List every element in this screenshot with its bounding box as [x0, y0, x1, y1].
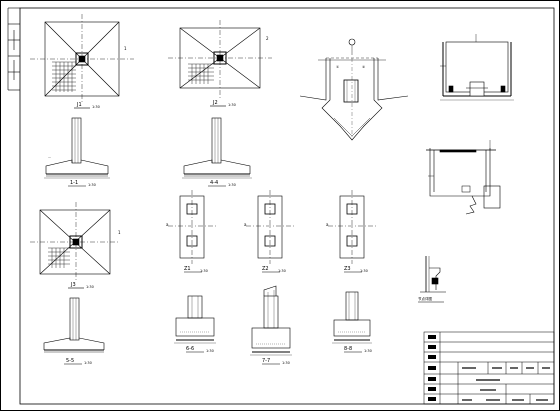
label-j2: J2: [212, 100, 218, 106]
svg-text:1:30: 1:30: [228, 183, 236, 187]
label-sec44: 4-4: [210, 180, 218, 186]
label-j1: J1: [76, 102, 82, 108]
column-z2: a Z2 1:30: [244, 190, 294, 273]
section-8-8: 8-8 1:30: [332, 291, 372, 353]
section-4-4: 4-4 1:30: [182, 117, 252, 187]
section-5-5: 5-5 1:30: [43, 297, 105, 365]
label-sec11: 1-1: [70, 180, 78, 186]
title-block: [423, 331, 555, 405]
svg-text:1:30: 1:30: [278, 269, 286, 273]
section-6-6: 6-6 1:30: [174, 295, 216, 353]
binding-strip: [7, 7, 20, 91]
section-7-7: 7-7 1:30: [250, 285, 292, 365]
plan-j3: J3 1:30 1: [30, 202, 121, 289]
label-j3: J3: [70, 282, 76, 288]
svg-text:1:30: 1:30: [364, 349, 372, 353]
svg-text:2: 2: [266, 36, 269, 41]
detail-section: [426, 140, 501, 215]
svg-text:a: a: [244, 222, 247, 227]
svg-text:①: ①: [336, 65, 339, 69]
label-j1-scale: 1:30: [92, 105, 100, 109]
column-z3: a Z3 1:30: [326, 190, 376, 273]
svg-text:1:30: 1:30: [228, 103, 236, 107]
svg-text:a: a: [166, 222, 169, 227]
svg-text:1:30: 1:30: [86, 285, 94, 289]
svg-text:1:30: 1:30: [206, 349, 214, 353]
svg-text:—: —: [48, 155, 51, 159]
rebar-grid: [52, 61, 76, 92]
label-sec66: 6-6: [186, 346, 194, 352]
inner-border: [19, 7, 555, 405]
svg-text:1:30: 1:30: [282, 361, 290, 365]
label-z3: Z3: [344, 266, 351, 272]
label-sec55: 5-5: [66, 358, 74, 364]
plan-j2: J2 1:30 2: [168, 20, 272, 107]
svg-text:1:30: 1:30: [88, 183, 96, 187]
wall-section: ① ②: [299, 38, 409, 141]
svg-text:1:30: 1:30: [84, 361, 92, 365]
svg-text:1: 1: [118, 230, 121, 235]
plan-j1: J1 1:30 1: [30, 14, 134, 109]
section-1-1: — 1-1 1:30: [44, 117, 110, 187]
label-sec77: 7-7: [262, 358, 270, 364]
svg-text:a: a: [326, 222, 329, 227]
svg-text:②: ②: [362, 65, 365, 69]
label-z1: Z1: [184, 266, 191, 272]
pit-section: [440, 34, 514, 101]
svg-text:1:30: 1:30: [200, 269, 208, 273]
svg-text:1:30: 1:30: [360, 269, 368, 273]
small-detail: 节点详图: [418, 256, 446, 303]
svg-text:1: 1: [124, 46, 127, 51]
label-sec88: 8-8: [344, 346, 352, 352]
label-detail: 节点详图: [418, 296, 432, 301]
column-z1: a Z1 1:30: [166, 190, 216, 273]
label-z2: Z2: [262, 266, 269, 272]
